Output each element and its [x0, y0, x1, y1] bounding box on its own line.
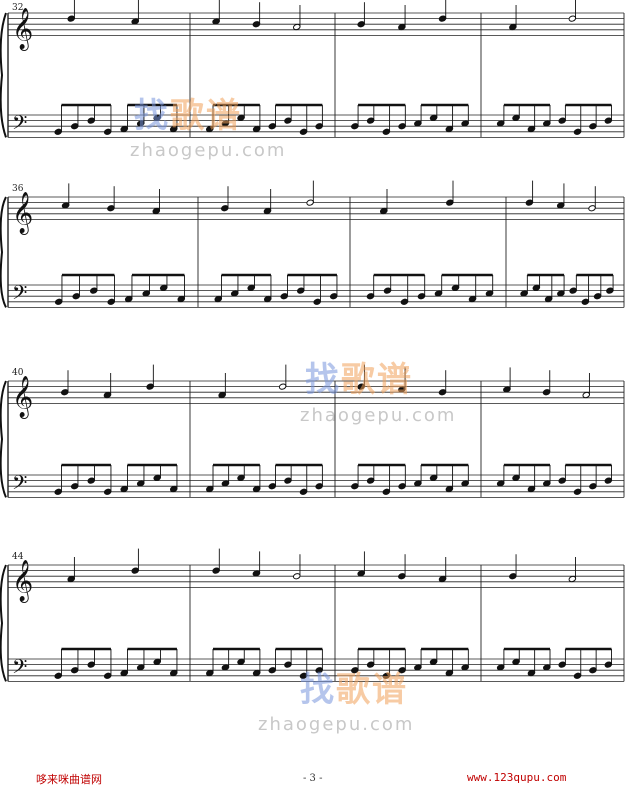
watermark-brand: 找歌谱	[300, 670, 408, 710]
measure-number-44: 44	[12, 552, 24, 562]
bass-clef: 𝄢	[12, 111, 27, 139]
footer-site-name: 哆来咪曲谱网	[36, 773, 102, 786]
treble-clef: 𝄞	[12, 7, 33, 50]
bass-clef: 𝄢	[12, 281, 27, 309]
watermark-domain: zhaogepu.com	[300, 405, 457, 426]
staff-systems: 𝄞 𝄢 𝄞 𝄢 𝄞 𝄢 𝄞 𝄢	[0, 7, 625, 683]
notes-layer	[54, 0, 614, 679]
brace	[0, 380, 7, 498]
bass-clef: 𝄢	[12, 655, 27, 683]
measure-number-40: 40	[12, 368, 24, 378]
footer-url[interactable]: www.123qupu.com	[467, 771, 567, 784]
watermark-brand: 找歌谱	[134, 96, 242, 136]
treble-clef: 𝄞	[12, 191, 33, 234]
brace	[0, 12, 7, 138]
watermark-domain: zhaogepu.com	[130, 140, 287, 161]
bass-clef: 𝄢	[12, 471, 27, 499]
measure-number-32: 32	[12, 3, 24, 13]
brace	[0, 196, 7, 308]
page-number: - 3 -	[303, 773, 323, 784]
treble-clef: 𝄞	[12, 375, 33, 418]
brace	[0, 564, 7, 682]
watermark-brand: 找歌谱	[305, 360, 413, 400]
treble-clef: 𝄞	[12, 559, 33, 602]
watermark-domain: zhaogepu.com	[258, 714, 415, 735]
measure-number-36: 36	[12, 184, 24, 194]
